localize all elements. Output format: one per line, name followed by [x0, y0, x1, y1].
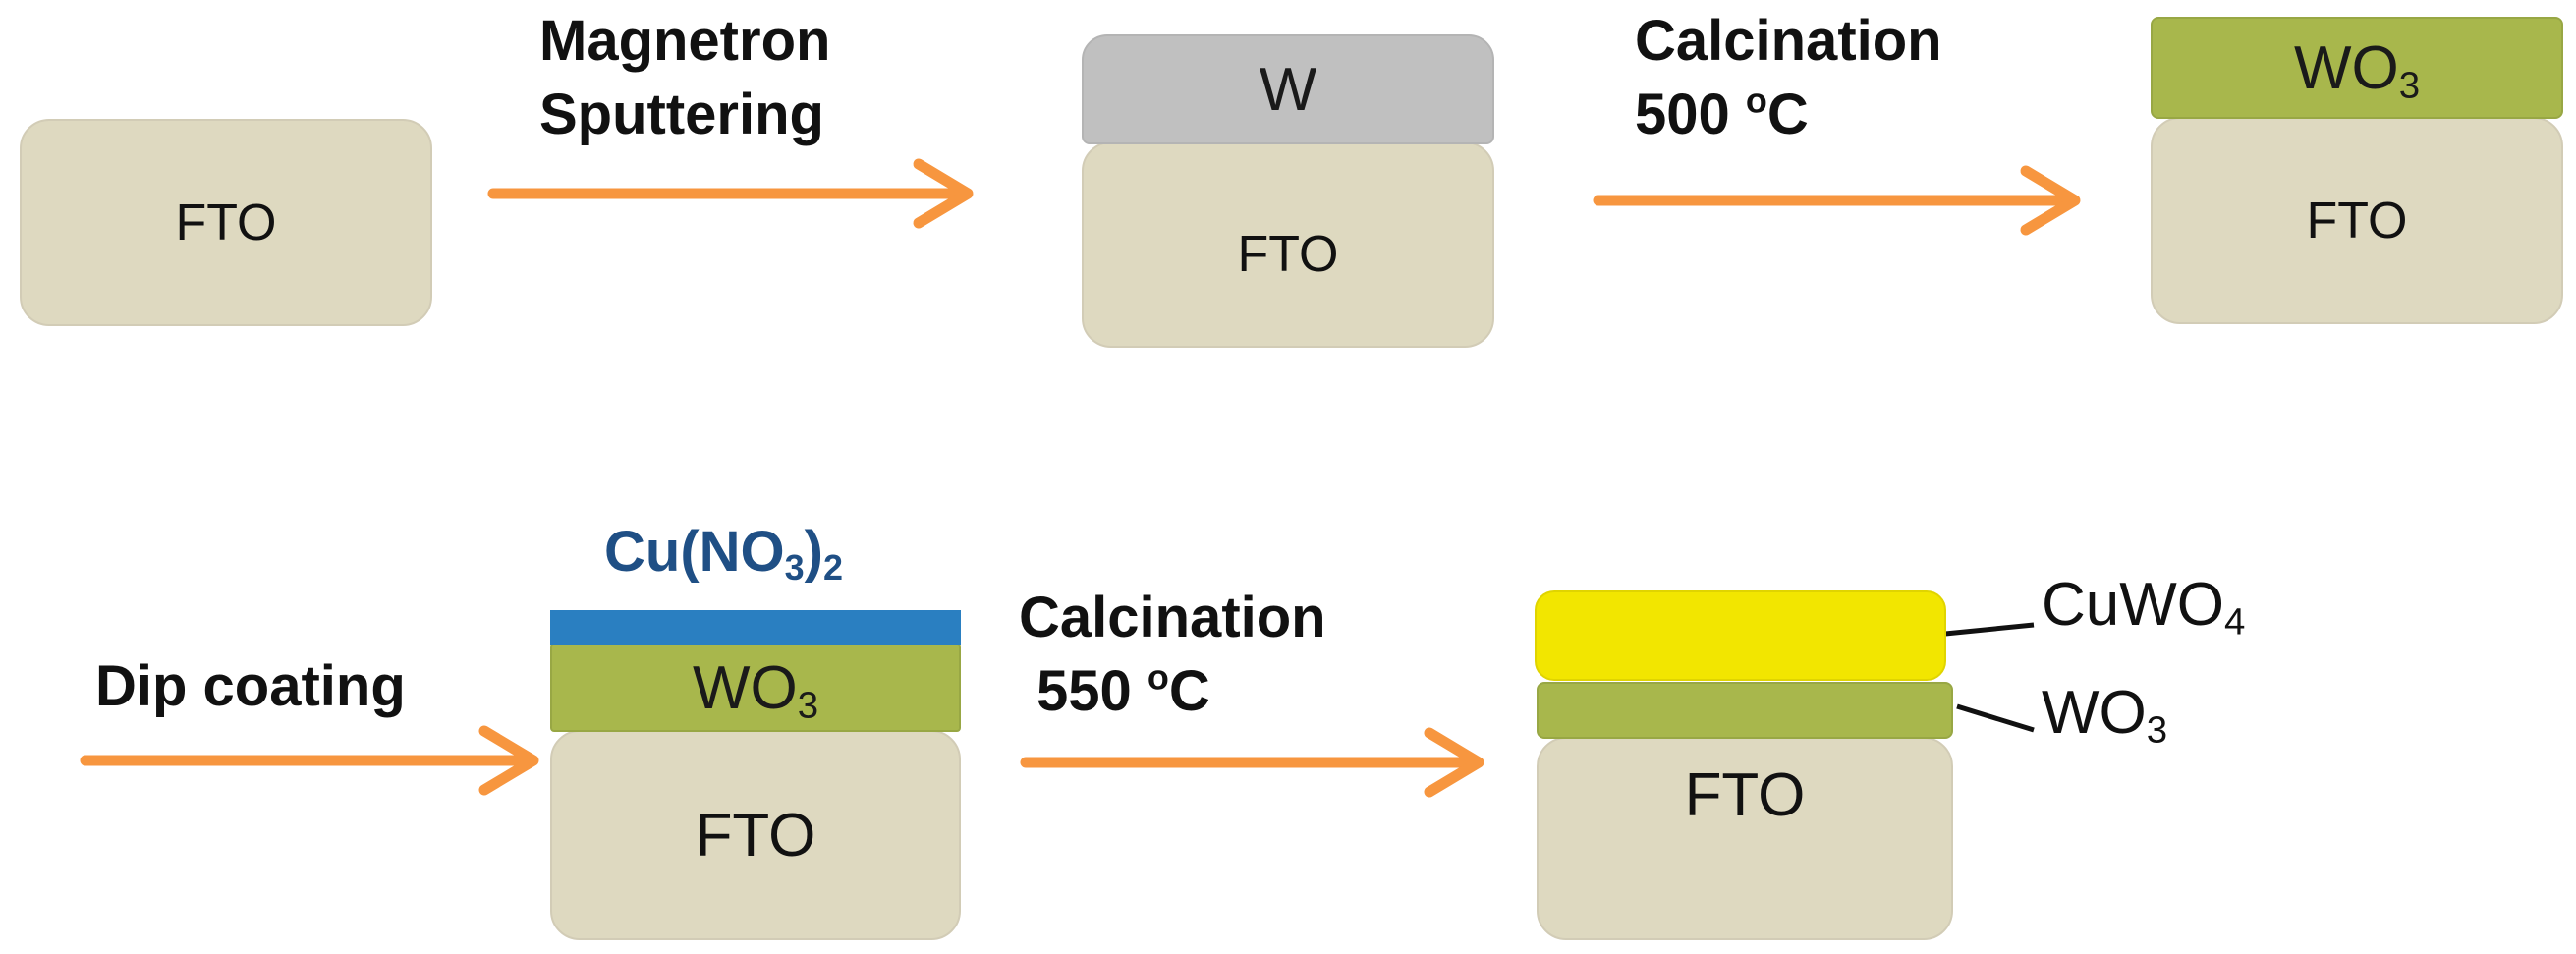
wo3-callout-label: WO3 [2042, 679, 2168, 752]
process-label-line1: Calcination [1635, 9, 1942, 73]
wo3-film-layer: WO3 [2151, 17, 2563, 119]
dip-coating-label: Dip coating [95, 654, 406, 718]
process-label-line1: Calcination [1019, 586, 1326, 649]
fto-substrate-step2: FTO [1082, 141, 1494, 348]
process-label-line1: Magnetron [539, 9, 831, 73]
fto-label: FTO [1237, 226, 1339, 283]
magnetron-sputtering-label: Magnetron Sputtering [539, 4, 830, 152]
arrow-step4-to-step5 [1020, 727, 1484, 798]
fto-substrate-step4: FTO [550, 730, 961, 940]
arrow-dip-coating [80, 725, 539, 796]
w-film-label: W [1259, 55, 1317, 124]
cuwo4-callout-label: CuWO4 [2042, 571, 2246, 644]
wo3-leader-line [1956, 703, 2035, 733]
temperature-label: 500 oC [1635, 80, 1809, 147]
fto-substrate-step1: FTO [20, 119, 432, 326]
fto-label: FTO [175, 194, 277, 252]
fto-label: FTO [695, 801, 816, 870]
cuwo4-film-layer [1535, 590, 1946, 681]
temperature-label: 550 oC [1036, 656, 1210, 724]
wo3-film-layer: WO3 [550, 644, 961, 732]
fto-label: FTO [1684, 761, 1806, 829]
wo3-film-layer [1537, 682, 1953, 739]
calcination-500-label: Calcination 500 oC [1635, 4, 1942, 152]
fto-label: FTO [2306, 192, 2408, 250]
wo3-film-label: WO3 [2293, 33, 2421, 107]
fto-substrate-step3: FTO [2151, 117, 2563, 324]
cuno3-label: Cu(NO3)2 [604, 520, 843, 588]
process-label-line2: Sputtering [539, 83, 824, 147]
cuno3-coating-layer [550, 610, 961, 645]
cuwo4-leader-line [1944, 622, 2035, 637]
calcination-550-label: Calcination 550 oC [1019, 581, 1326, 729]
w-film-layer: W [1082, 34, 1494, 144]
arrow-step2-to-step3 [1593, 165, 2081, 236]
arrow-step1-to-step2 [487, 158, 974, 229]
fto-substrate-step5: FTO [1537, 737, 1953, 940]
wo3-film-label: WO3 [692, 653, 819, 727]
